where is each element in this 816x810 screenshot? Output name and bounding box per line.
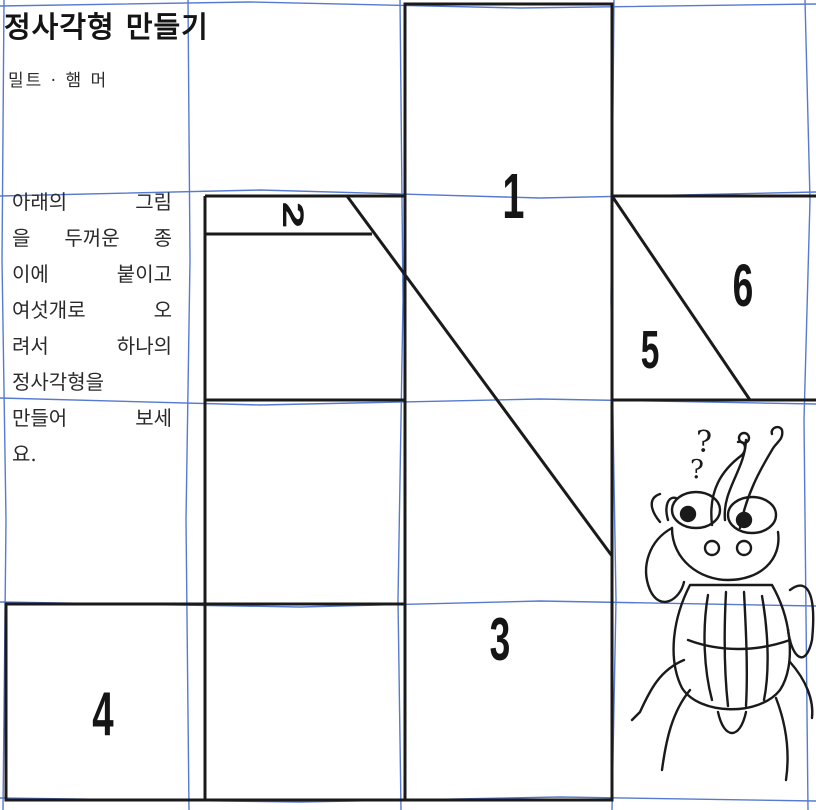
piece-56-outline[interactable] (610, 194, 816, 402)
antenna-mid (723, 438, 748, 522)
grid-line-v3 (397, 0, 404, 810)
arm-left (645, 526, 686, 603)
piece-1-outline[interactable] (403, 2, 614, 802)
instructions-text: 아래의 그림 을 두꺼운 종 이에 붙이고 여섯개로 오 려서 하나의 정사각형… (12, 184, 172, 472)
piece-outlines (4, 2, 816, 802)
instruction-line: 만들어 보세 (12, 406, 172, 430)
nostril-left (703, 539, 721, 557)
piece-4-label: 4 (92, 679, 114, 749)
wing (786, 584, 815, 659)
antenna-right (738, 425, 784, 530)
head (670, 526, 780, 582)
nostril-right (735, 539, 753, 557)
author-name: 밀트 · 햄 머 (8, 71, 109, 91)
question-mark-1: ? (696, 425, 712, 460)
grid-line-v5 (803, 0, 811, 810)
leg-3 (788, 660, 814, 720)
diagonal-cut-left[interactable] (345, 195, 614, 557)
body-stripe-1 (703, 593, 714, 702)
instruction-line: 여섯개로 오 (12, 298, 172, 322)
instruction-line: 아래의 그림 (12, 190, 172, 214)
body-band (686, 638, 792, 651)
instruction-line: 이에 붙이고 (12, 262, 172, 286)
antenna-bulb (737, 431, 751, 445)
eye-right (726, 495, 778, 535)
instruction-line: 을 두꺼운 종 (12, 226, 172, 250)
piece-6-label: 6 (733, 252, 754, 319)
question-mark-2: ? (690, 455, 704, 485)
instruction-line: 정사각형을 (12, 370, 104, 394)
piece-2-label: 2 (276, 202, 309, 229)
pupil-left (679, 505, 697, 523)
body-stripe-2 (723, 590, 730, 708)
instruction-line: 려서 하나의 (12, 334, 172, 358)
piece-1-label: 1 (502, 162, 524, 233)
leg-2 (660, 688, 692, 772)
page-title: 정사각형 만들기 (4, 10, 209, 44)
leg-1 (630, 658, 686, 722)
hand-left (650, 492, 678, 524)
instruction-line: 요. (12, 442, 37, 466)
piece-left-outline[interactable] (203, 196, 407, 606)
leg-4 (774, 696, 789, 782)
piece-3-outline[interactable] (203, 604, 612, 802)
grid-line-v2 (185, 0, 191, 810)
tail (716, 710, 748, 734)
eye-left (670, 490, 722, 530)
piece-5-label: 5 (641, 319, 660, 380)
grid-line-h1 (0, 1, 816, 9)
bug-character-icon (630, 425, 815, 782)
pupil-right (735, 511, 753, 529)
body-stripe-4 (760, 594, 769, 702)
piece-3-label: 3 (490, 606, 511, 673)
